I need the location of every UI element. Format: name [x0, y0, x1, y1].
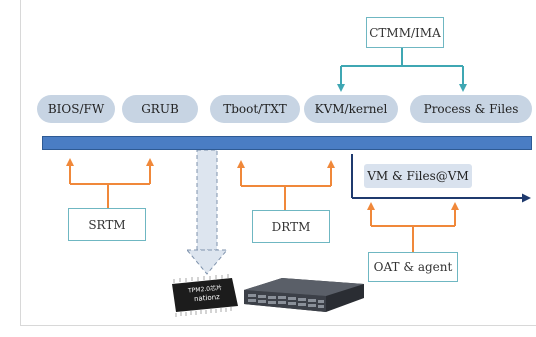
oat-agent-box: OAT & agent: [368, 252, 458, 282]
srtm-label: SRTM: [88, 217, 126, 232]
stage-kvm: KVM/kernel: [304, 95, 398, 123]
slide-frame: [20, 0, 536, 326]
stage-grub: GRUB: [122, 95, 198, 123]
stage-process: Process & Files: [410, 95, 532, 123]
timeline-bar: [42, 136, 532, 150]
stage-grub-label: GRUB: [141, 102, 179, 116]
srtm-fork-arrows: [66, 158, 154, 208]
tpm-dashed-arrow: [185, 149, 229, 275]
drtm-box: DRTM: [252, 210, 330, 243]
vm-files-label: VM & Files@VM: [367, 169, 469, 183]
oat-agent-label: OAT & agent: [373, 260, 453, 274]
stage-bios: BIOS/FW: [37, 95, 115, 123]
oat-fork-arrows: [367, 202, 459, 252]
drtm-label: DRTM: [271, 219, 311, 234]
ctmm-ima-box: CTMM/IMA: [366, 17, 444, 48]
stage-tboot: Tboot/TXT: [210, 95, 300, 123]
ctmm-fork-arrows: [337, 47, 467, 92]
srtm-box: SRTM: [68, 208, 146, 241]
vm-launch-arrow: [351, 154, 531, 203]
ctmm-ima-label: CTMM/IMA: [369, 25, 441, 40]
stage-tboot-label: Tboot/TXT: [223, 102, 287, 116]
drtm-fork-arrows: [237, 160, 335, 210]
stage-process-label: Process & Files: [423, 102, 519, 116]
stage-bios-label: BIOS/FW: [47, 102, 105, 116]
stage-kvm-label: KVM/kernel: [314, 102, 388, 116]
vm-files-box: VM & Files@VM: [364, 164, 472, 188]
server-image: [244, 278, 364, 312]
tpm-chip-image: [172, 274, 238, 317]
